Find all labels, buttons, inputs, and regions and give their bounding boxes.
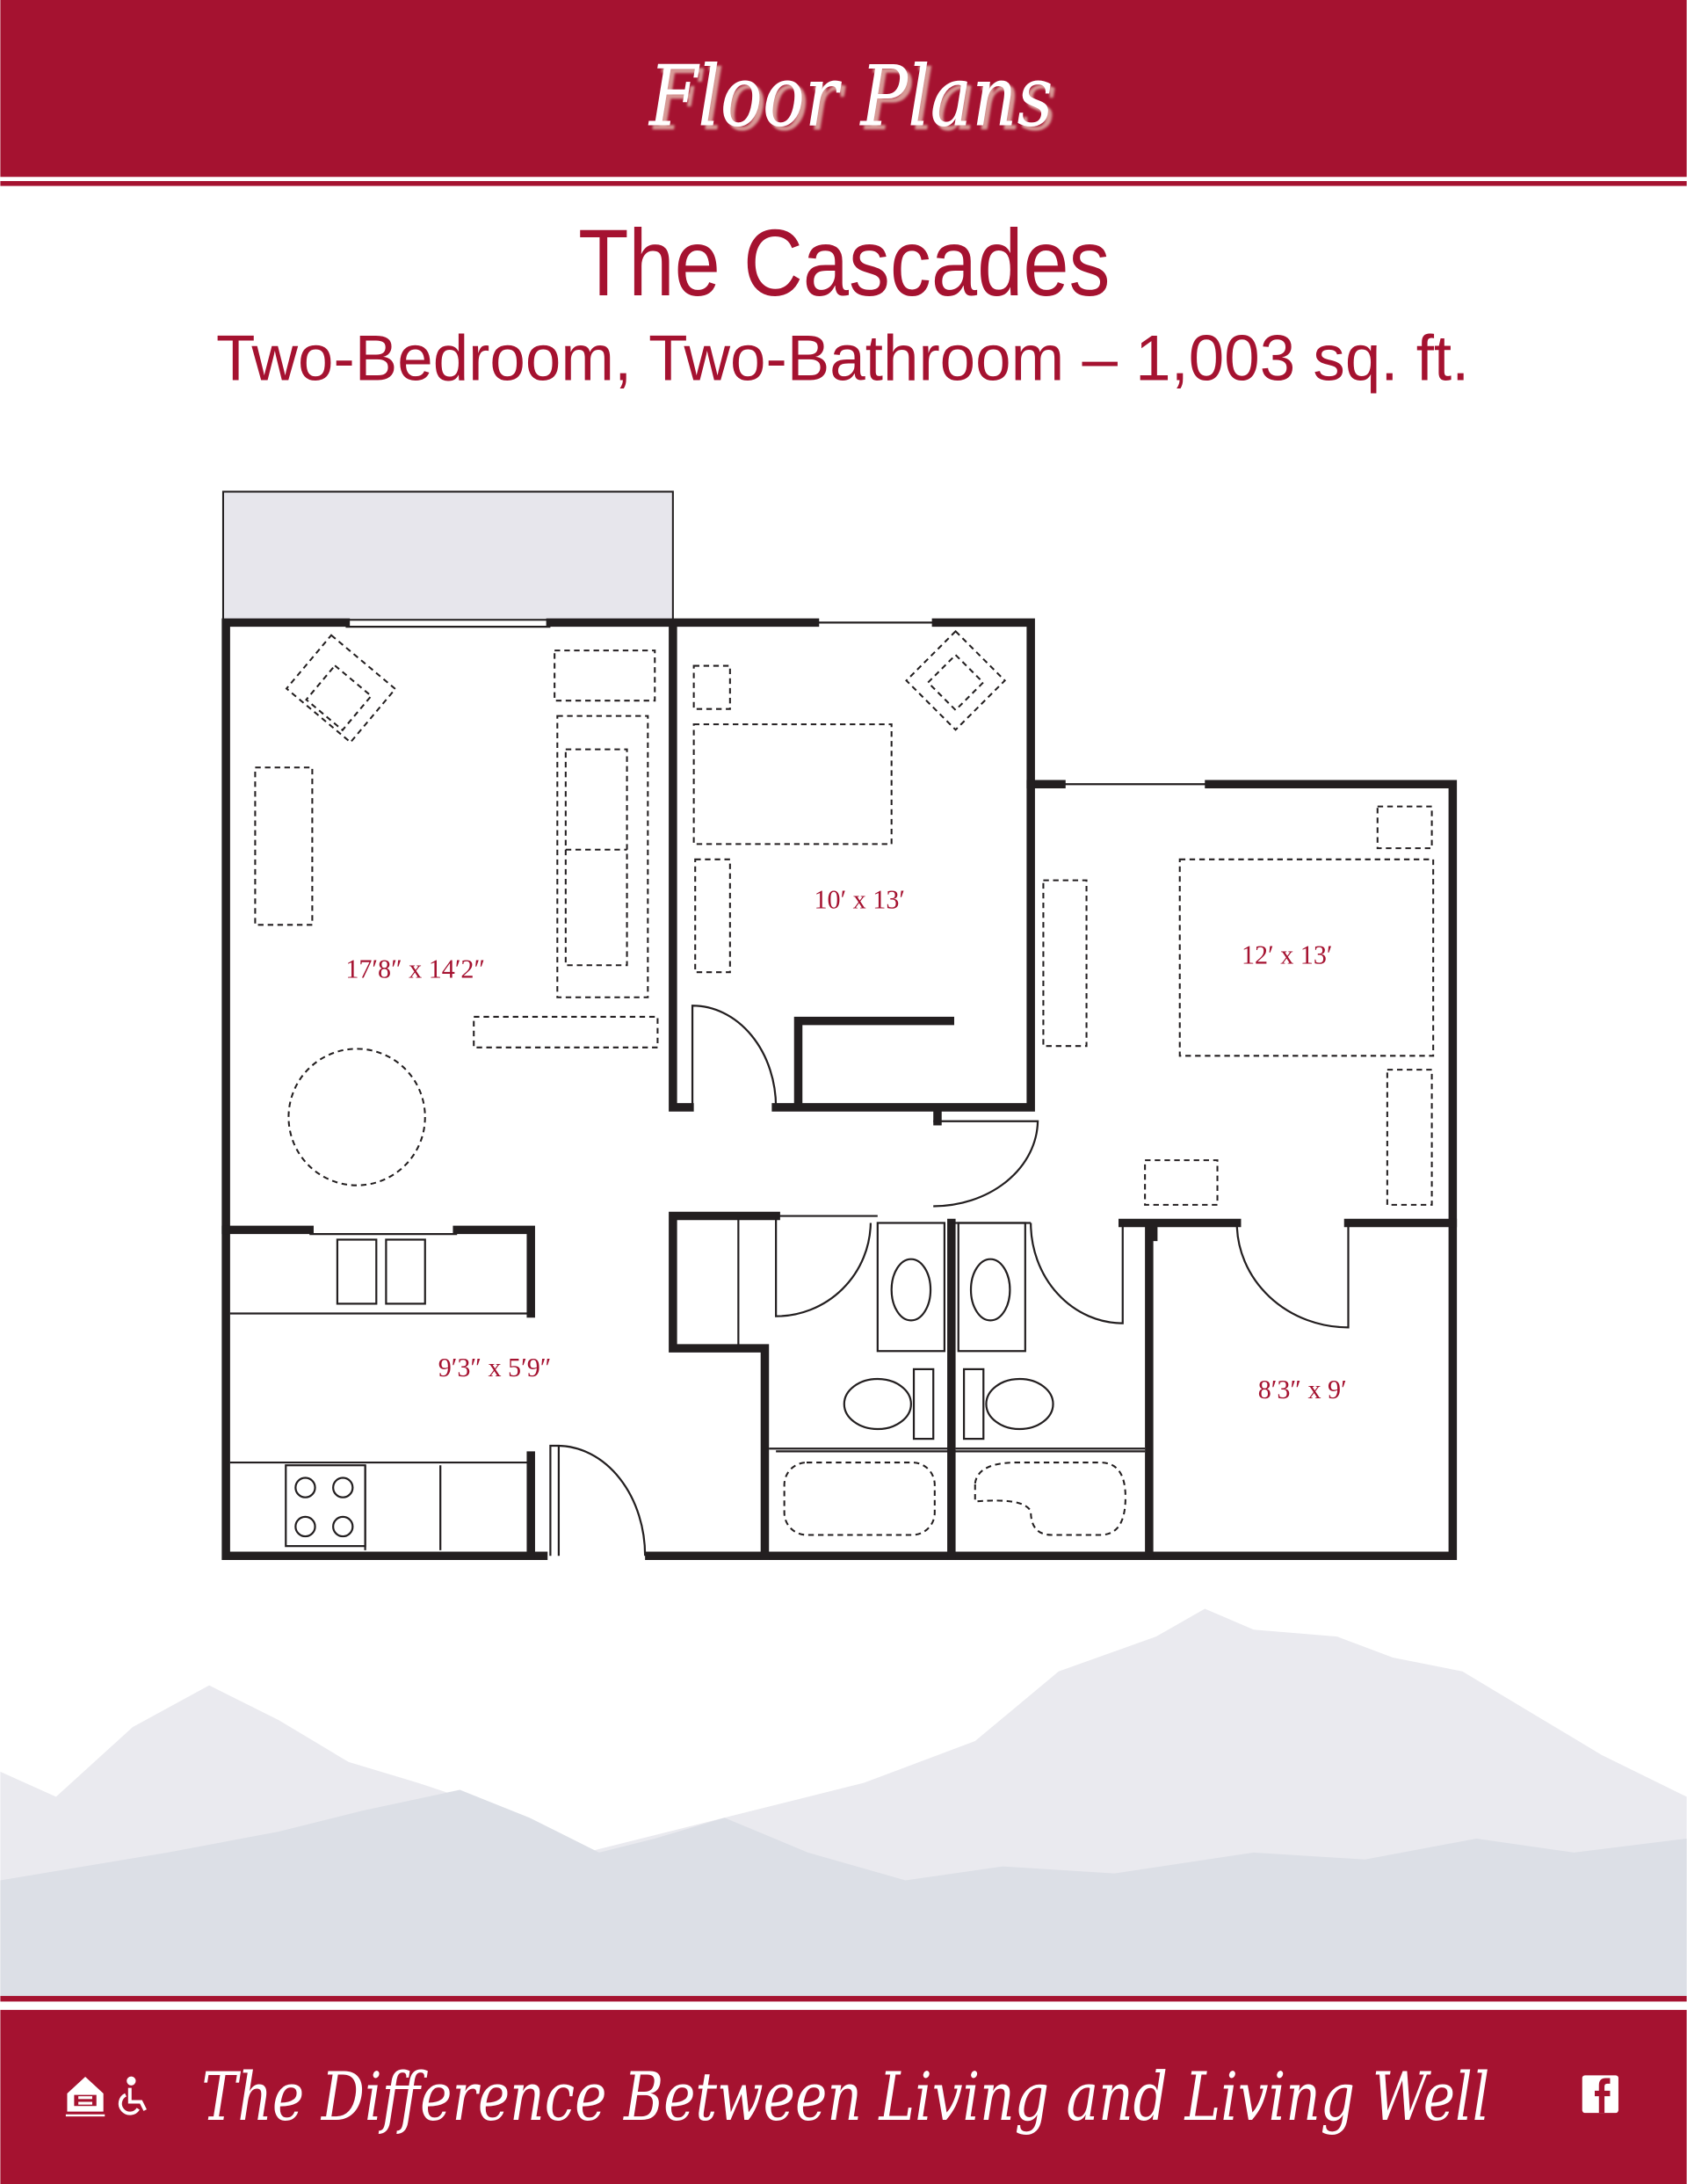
plan-name: The Cascades xyxy=(578,209,1110,316)
plan-subtitle: Two-Bedroom, Two-Bathroom – 1,003 sq. ft… xyxy=(216,323,1469,395)
room-label-bedroom1: 10′ x 13′ xyxy=(814,884,905,914)
room-label-kitchen: 9′3″ x 5′9″ xyxy=(438,1353,552,1382)
room-label-bedroom2: 12′ x 13′ xyxy=(1242,940,1333,970)
balcony xyxy=(221,490,674,621)
header-title: Floor Plans xyxy=(648,49,1053,146)
floor-plan: 17′8″ x 14′2″ 10′ x 13′ 12′ x 13′ 9′3″ x… xyxy=(221,490,1458,1560)
room-label-living: 17′8″ x 14′2″ xyxy=(345,954,485,984)
footer-tagline: The Difference Between Living and Living… xyxy=(201,2057,1489,2136)
header-banner: Floor Plans xyxy=(0,0,1687,186)
equal-housing-icon xyxy=(65,2076,105,2117)
room-label-closet: 8′3″ x 9′ xyxy=(1258,1375,1347,1404)
mountain-backdrop xyxy=(0,1608,1687,1997)
facebook-icon[interactable] xyxy=(1582,2075,1618,2114)
footer-banner: The Difference Between Living and Living… xyxy=(0,1996,1687,2184)
furniture xyxy=(254,629,1435,1206)
accessibility-icon xyxy=(118,2076,147,2115)
